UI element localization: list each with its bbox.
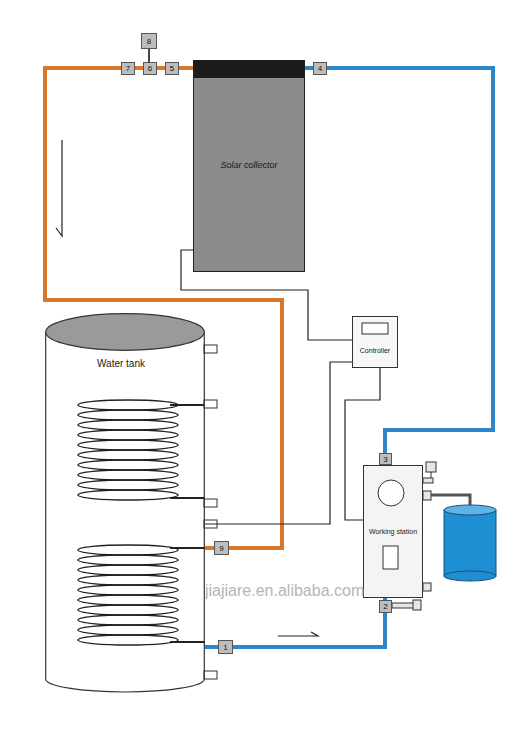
coil-winding: [78, 565, 178, 575]
callout-number: 9: [214, 541, 229, 555]
coil-winding: [78, 595, 178, 605]
water-tank: Water tank: [45, 313, 205, 693]
coil-winding: [78, 545, 178, 555]
callout-number: 5: [165, 62, 179, 75]
gauge-stem: [148, 48, 150, 63]
coil-winding: [78, 555, 178, 565]
coil-winding: [78, 625, 178, 635]
pipe: [305, 68, 493, 465]
coil-winding: [78, 490, 178, 500]
coil-winding: [78, 615, 178, 625]
callout-number: 6: [143, 62, 157, 75]
coil-winding: [78, 635, 178, 645]
expansion-vessel: [444, 505, 496, 581]
node-label: Water tank: [97, 358, 145, 369]
coil-winding: [78, 410, 178, 420]
callout-number: 7: [121, 62, 135, 75]
coil-winding: [78, 470, 178, 480]
callout-number: 1: [218, 640, 233, 654]
callout-number: 8: [141, 33, 157, 49]
controller-box: Controller: [352, 316, 398, 368]
coil-winding: [78, 420, 178, 430]
watermark: jiajiare.en.alibaba.com: [205, 582, 364, 600]
coil-winding: [78, 575, 178, 585]
coil-leads: [170, 405, 205, 642]
coil-winding: [78, 605, 178, 615]
controller-display: [353, 317, 397, 367]
heat-exchanger-coils: [78, 400, 178, 645]
coil-winding: [78, 450, 178, 460]
node-label: Solar collector: [194, 160, 304, 170]
callout-number: 2: [379, 600, 392, 613]
solar-collector: Solar collector: [193, 60, 305, 272]
callout-number: 3: [379, 453, 392, 465]
coil-winding: [78, 440, 178, 450]
callout-number: 4: [313, 62, 327, 75]
tank-outline: [45, 313, 205, 693]
node-label: Controller: [353, 347, 397, 354]
working-station-box: Working station: [363, 465, 423, 598]
coil-winding: [78, 400, 178, 410]
coil-winding: [78, 480, 178, 490]
coil-winding: [78, 585, 178, 595]
coil-winding: [78, 460, 178, 470]
tank-fittings: [204, 345, 217, 679]
coil-winding: [78, 430, 178, 440]
node-label: Working station: [364, 528, 422, 535]
signal-wire: [205, 362, 352, 524]
